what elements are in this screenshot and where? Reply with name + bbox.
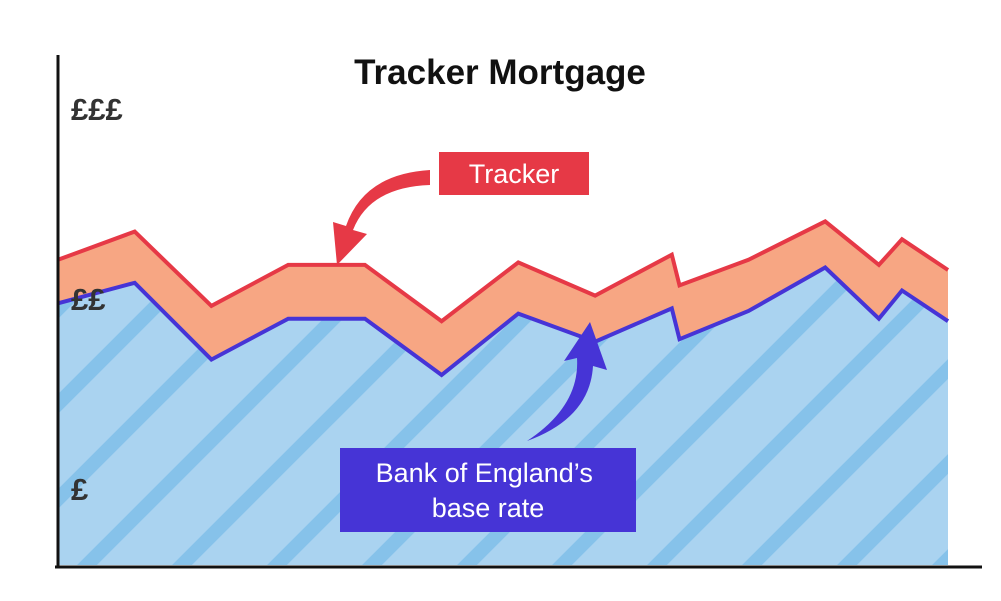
hatch-stripe	[820, 267, 948, 565]
base-rate-label-line-2: base rate	[432, 493, 545, 523]
y-tick-label-low: £	[71, 472, 88, 507]
hatch-stripe	[535, 267, 948, 565]
base-rate-arrow	[527, 322, 607, 441]
hatch-stripe	[725, 267, 948, 565]
base-rate-label-line-1: Bank of England’s	[376, 458, 593, 488]
y-tick-label-high: £££	[71, 92, 123, 127]
tracker-line	[57, 219, 950, 324]
tracker-label-box	[439, 152, 589, 195]
tracker-arrow	[333, 170, 430, 265]
tracker-label: Tracker	[469, 159, 560, 189]
base-rate-label-box	[340, 448, 636, 532]
tracker-spread-area	[58, 221, 948, 375]
chart-title: Tracker Mortgage	[354, 53, 646, 92]
y-tick-label-mid: ££	[71, 282, 105, 317]
base-rate-label: Bank of England’s base rate	[376, 458, 601, 523]
